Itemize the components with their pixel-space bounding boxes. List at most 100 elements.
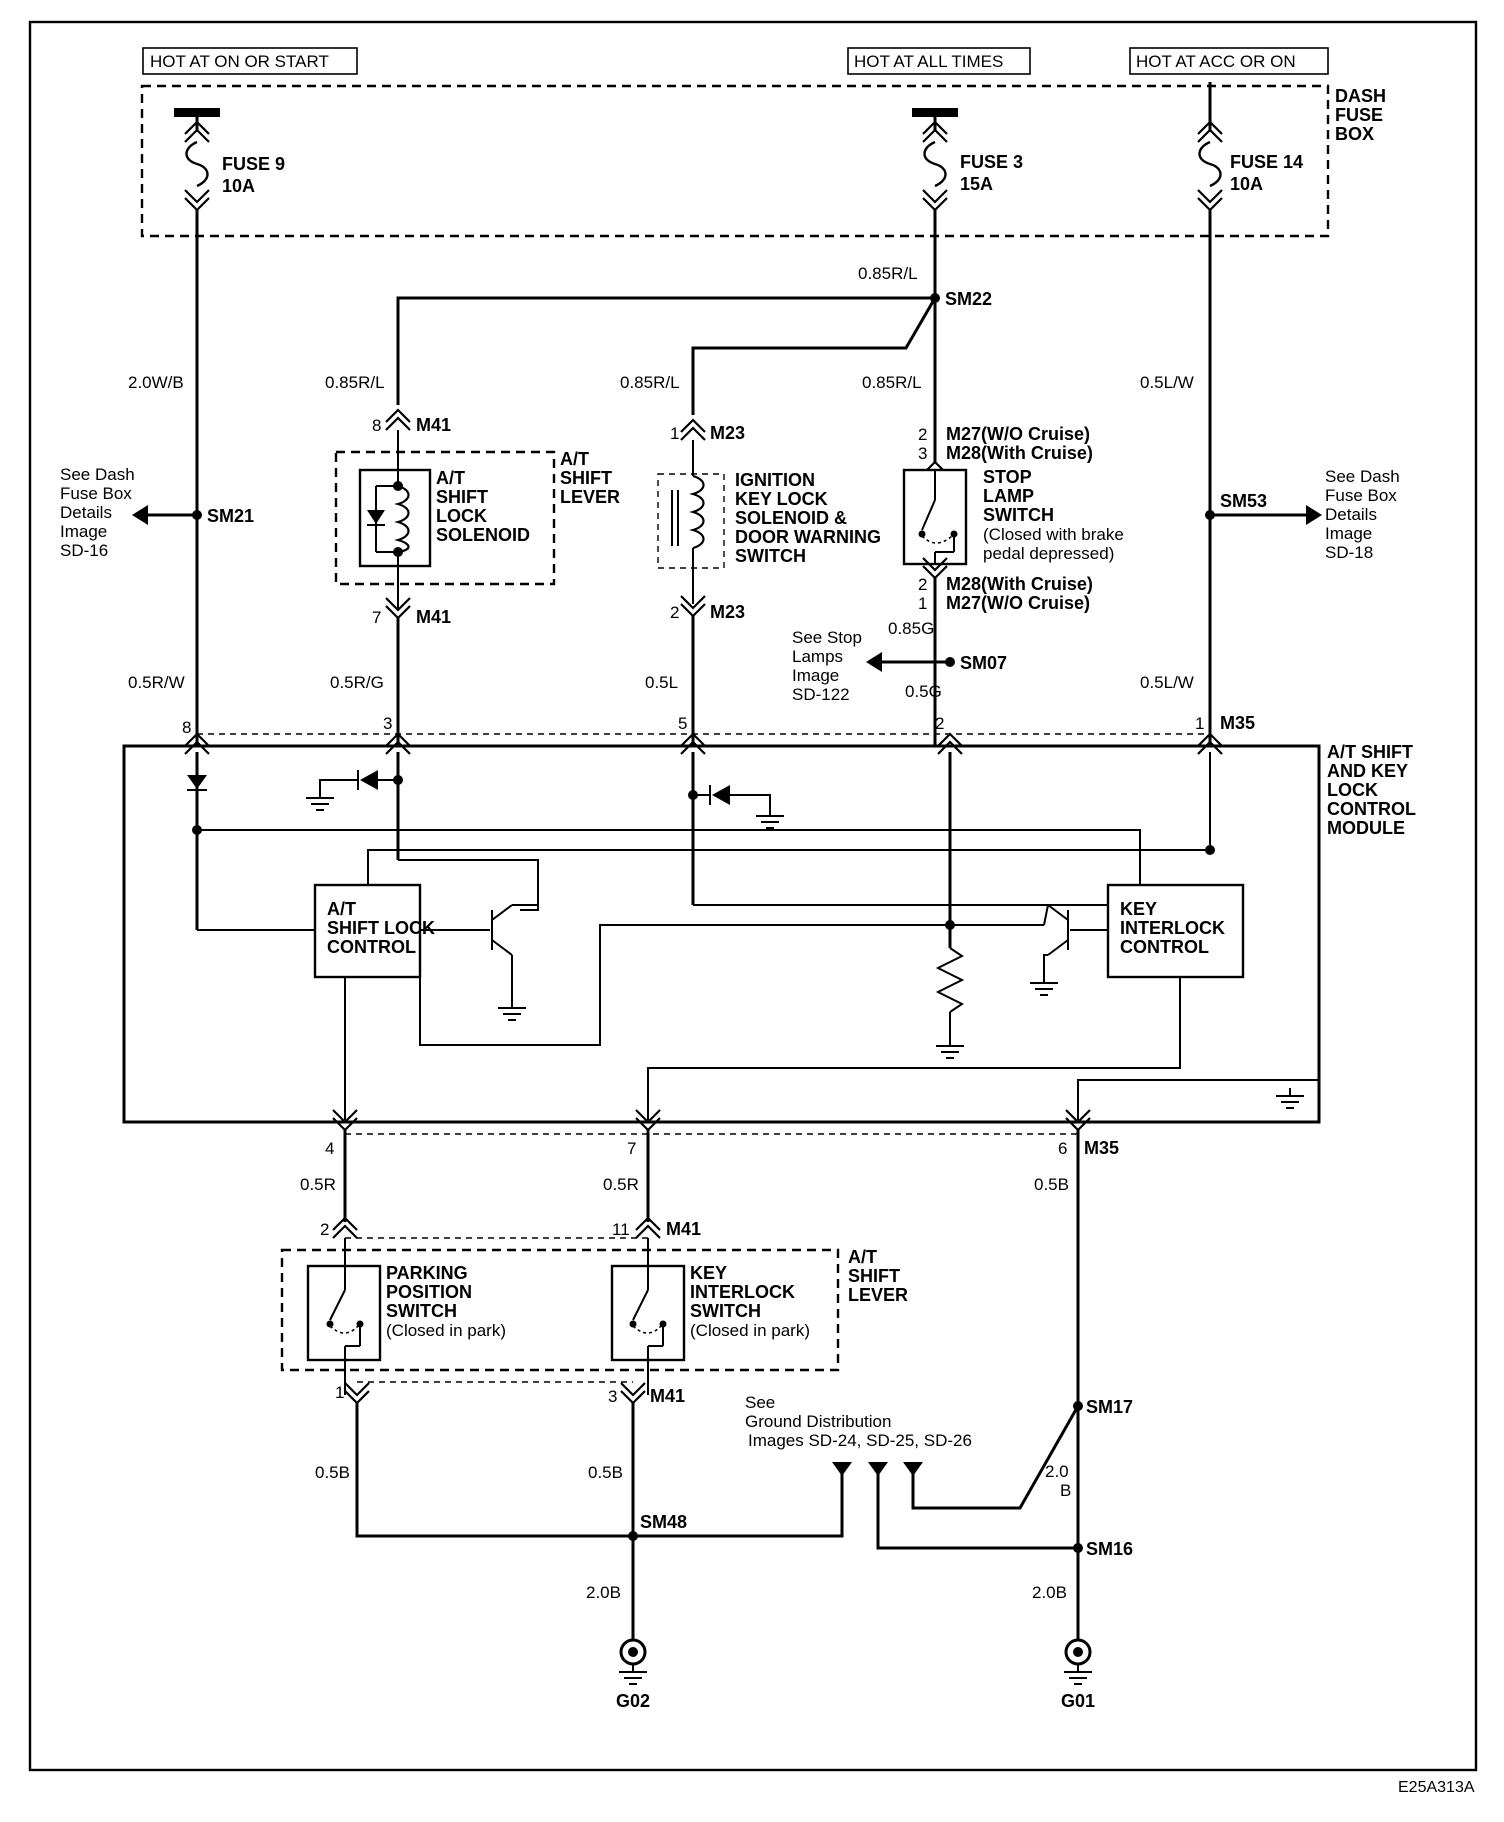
m27-bot-pin: 1 bbox=[918, 594, 927, 613]
page-frame bbox=[28, 20, 1478, 1772]
m28-top-name: M28(With Cruise) bbox=[946, 443, 1093, 463]
stop-lamp-note-1: (Closed with brake bbox=[983, 525, 1124, 544]
ignition-key-label-2: KEY LOCK bbox=[735, 489, 828, 509]
svg-text:CONTROL: CONTROL bbox=[327, 937, 416, 957]
wire-sm22-to-m23 bbox=[691, 297, 937, 415]
svg-text:FUSE 9: FUSE 9 bbox=[222, 154, 285, 174]
diagram-code: E25A313A bbox=[1398, 1779, 1475, 1796]
parking-switch-note: (Closed in park) bbox=[386, 1321, 506, 1340]
svg-text:LOCK: LOCK bbox=[1327, 780, 1378, 800]
shift-lock-solenoid-label-4: SOLENOID bbox=[436, 525, 530, 545]
m41-2-pin: 2 bbox=[320, 1220, 329, 1239]
svg-text:Fuse Box: Fuse Box bbox=[60, 484, 132, 503]
m35-pin-2: 2 bbox=[935, 714, 944, 733]
key-interlock-switch-label-3: SWITCH bbox=[690, 1301, 761, 1321]
m35-pin-5: 5 bbox=[678, 714, 687, 733]
svg-text:SHIFT LOCK: SHIFT LOCK bbox=[327, 918, 435, 938]
m35-bot-name: M35 bbox=[1084, 1138, 1119, 1158]
svg-text:CONTROL: CONTROL bbox=[1120, 937, 1209, 957]
wire-05RG: 0.5R/G bbox=[330, 673, 384, 692]
shift-lock-solenoid-label-2: SHIFT bbox=[436, 487, 488, 507]
hot-acc-on-header: HOT AT ACC OR ON bbox=[1129, 47, 1329, 75]
svg-text:15A: 15A bbox=[960, 174, 993, 194]
sm53-label: SM53 bbox=[1220, 491, 1267, 511]
svg-text:Details: Details bbox=[60, 503, 112, 522]
m28-bot-pin: 2 bbox=[918, 575, 927, 594]
wire-085RL-top: 0.85R/L bbox=[858, 264, 918, 283]
svg-text:A/T SHIFT: A/T SHIFT bbox=[1327, 742, 1413, 762]
ignition-key-label-5: SWITCH bbox=[735, 546, 806, 566]
wire-20B-g02: 2.0B bbox=[586, 1583, 621, 1602]
ground-g01: G01 bbox=[1061, 1638, 1095, 1711]
svg-text:SD-18: SD-18 bbox=[1325, 543, 1373, 562]
at-shift-lever-bottom bbox=[280, 1248, 840, 1372]
stop-reference: See Stop Lamps Image SD-122 bbox=[792, 628, 862, 704]
parking-switch-label-3: SWITCH bbox=[386, 1301, 457, 1321]
svg-text:Images SD-24, SD-25, SD-26: Images SD-24, SD-25, SD-26 bbox=[748, 1431, 972, 1450]
m41-3-pin: 3 bbox=[608, 1387, 617, 1406]
shift-lock-solenoid-label-1: A/T bbox=[436, 468, 465, 488]
at-shift-lever-bot-label-2: SHIFT bbox=[848, 1266, 900, 1286]
m35-top-name: M35 bbox=[1220, 713, 1255, 733]
m41-11-name: M41 bbox=[666, 1219, 701, 1239]
svg-text:Details: Details bbox=[1325, 505, 1377, 524]
key-interlock-switch-label-1: KEY bbox=[690, 1263, 727, 1283]
wire-sm22-to-m41 bbox=[396, 296, 935, 405]
m41-7-pin: 7 bbox=[372, 608, 381, 627]
dash-fuse-box-label-3: BOX bbox=[1335, 124, 1374, 144]
wire-085RL-m23: 0.85R/L bbox=[620, 373, 680, 392]
svg-text:HOT AT ON OR START: HOT AT ON OR START bbox=[150, 52, 329, 71]
parking-position-switch bbox=[306, 1238, 382, 1395]
svg-text:FUSE 14: FUSE 14 bbox=[1230, 152, 1303, 172]
wire-05LW-top: 0.5L/W bbox=[1140, 373, 1194, 392]
sm17-dot bbox=[1073, 1401, 1083, 1411]
m35-pin-4: 4 bbox=[325, 1139, 334, 1158]
ground-reference: See Ground Distribution Images SD-24, SD… bbox=[745, 1393, 972, 1450]
ignition-key-label-4: DOOR WARNING bbox=[735, 527, 881, 547]
m41-7-name: M41 bbox=[416, 607, 451, 627]
arrow-right-sm53 bbox=[1306, 505, 1322, 525]
m41-11-pin: 11 bbox=[612, 1220, 630, 1239]
svg-text:G02: G02 bbox=[616, 1691, 650, 1711]
m28-top-pin: 3 bbox=[918, 444, 927, 463]
stop-lamp-label-3: SWITCH bbox=[983, 505, 1054, 525]
svg-text:Image: Image bbox=[792, 666, 839, 685]
svg-text:CONTROL: CONTROL bbox=[1327, 799, 1416, 819]
svg-text:SD-16: SD-16 bbox=[60, 541, 108, 560]
at-shift-lever-bot-label-1: A/T bbox=[848, 1247, 877, 1267]
control-module bbox=[122, 744, 1321, 1124]
wire-05B-6: 0.5B bbox=[1034, 1175, 1069, 1194]
m35-pin-1: 1 bbox=[1195, 714, 1204, 733]
m41-3-name: M41 bbox=[650, 1386, 685, 1406]
m41-8-name: M41 bbox=[416, 415, 451, 435]
fuse3: FUSE 3 15A bbox=[921, 112, 1023, 462]
hot-all-times-header: HOT AT ALL TIMES bbox=[847, 47, 1031, 75]
wire-20B-g01: 2.0B bbox=[1032, 1583, 1067, 1602]
svg-text:See: See bbox=[745, 1393, 775, 1412]
dash-fuse-box-label-1: DASH bbox=[1335, 86, 1386, 106]
at-shift-lever-top-label-3: LEVER bbox=[560, 487, 620, 507]
m41-1-pin: 1 bbox=[335, 1383, 344, 1402]
svg-text:MODULE: MODULE bbox=[1327, 818, 1405, 838]
arrow-left-sm21 bbox=[132, 505, 148, 525]
svg-text:Image: Image bbox=[60, 522, 107, 541]
m35-pin-7: 7 bbox=[627, 1139, 636, 1158]
wire-20B-sm17b: B bbox=[1060, 1481, 1071, 1500]
svg-text:AND KEY: AND KEY bbox=[1327, 761, 1408, 781]
fuse9: FUSE 9 10A bbox=[183, 112, 285, 746]
wire-05LW-bot: 0.5L/W bbox=[1140, 673, 1194, 692]
m27-top-name: M27(W/O Cruise) bbox=[946, 424, 1090, 444]
svg-text:KEY: KEY bbox=[1120, 899, 1157, 919]
at-shift-lever-bot-label-3: LEVER bbox=[848, 1285, 908, 1305]
parking-switch-label-1: PARKING bbox=[386, 1263, 468, 1283]
wire-05G: 0.5G bbox=[905, 682, 942, 701]
m41-8-pin: 8 bbox=[372, 416, 381, 435]
sm48-label: SM48 bbox=[640, 1512, 687, 1532]
key-interlock-switch-note: (Closed in park) bbox=[690, 1321, 810, 1340]
svg-text:Ground Distribution: Ground Distribution bbox=[745, 1412, 891, 1431]
m35-pin-6: 6 bbox=[1058, 1139, 1067, 1158]
sm07-label: SM07 bbox=[960, 653, 1007, 673]
svg-text:A/T: A/T bbox=[327, 899, 356, 919]
svg-text:See Dash: See Dash bbox=[60, 465, 135, 484]
stop-lamp-label-1: STOP bbox=[983, 467, 1032, 487]
